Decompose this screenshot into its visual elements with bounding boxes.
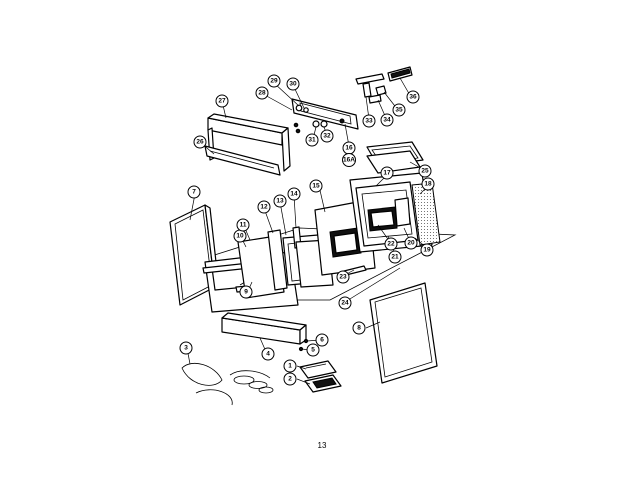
callout-9: 9: [239, 285, 253, 299]
callout-7: 7: [187, 185, 201, 199]
svg-text:2: 2: [288, 376, 292, 383]
callout-18: 18: [421, 177, 435, 191]
svg-text:34: 34: [383, 117, 391, 124]
bottom-trim-rail: [204, 145, 281, 176]
svg-text:23: 23: [339, 274, 347, 281]
callout-24: 24: [338, 296, 352, 310]
svg-text:25: 25: [421, 168, 429, 175]
callout-26: 26: [193, 135, 207, 149]
door-gaskets: [181, 363, 274, 406]
svg-text:29: 29: [270, 78, 278, 85]
svg-text:16A: 16A: [343, 157, 355, 164]
svg-text:8: 8: [357, 325, 361, 332]
callout-1: 1: [283, 359, 297, 373]
svg-text:24: 24: [341, 300, 349, 307]
svg-text:17: 17: [383, 170, 391, 177]
svg-text:32: 32: [323, 133, 331, 140]
svg-text:36: 36: [409, 94, 417, 101]
door-inner-panels: [237, 226, 334, 299]
callout-5: 5: [306, 343, 320, 357]
svg-text:33: 33: [365, 118, 373, 125]
svg-text:10: 10: [236, 233, 244, 240]
callout-12: 12: [257, 200, 271, 214]
callout-16a: 16A: [342, 153, 356, 167]
svg-text:22: 22: [387, 241, 395, 248]
svg-text:31: 31: [308, 137, 316, 144]
callout-11: 11: [236, 218, 250, 232]
callout-6: 6: [315, 333, 329, 347]
callout-10: 10: [233, 229, 247, 243]
callout-20: 20: [404, 236, 418, 250]
callout-35: 35: [392, 103, 406, 117]
svg-text:14: 14: [290, 191, 298, 198]
svg-text:6: 6: [320, 337, 324, 344]
callout-14: 14: [287, 187, 301, 201]
svg-text:30: 30: [289, 81, 297, 88]
svg-text:35: 35: [395, 107, 403, 114]
svg-text:7: 7: [192, 189, 196, 196]
callout-34: 34: [380, 113, 394, 127]
svg-text:5: 5: [311, 347, 315, 354]
callout-23: 23: [336, 270, 350, 284]
svg-text:20: 20: [407, 240, 415, 247]
callout-13: 13: [273, 194, 287, 208]
svg-text:19: 19: [423, 247, 431, 254]
callout-36: 36: [406, 90, 420, 104]
callout-33: 33: [362, 114, 376, 128]
callout-17: 17: [380, 166, 394, 180]
callout-22: 22: [384, 237, 398, 251]
door-back-assembly: [349, 172, 441, 253]
svg-text:16: 16: [345, 145, 353, 152]
svg-text:27: 27: [218, 98, 226, 105]
callout-8: 8: [352, 321, 366, 335]
svg-text:15: 15: [312, 183, 320, 190]
bracket-assembly: [355, 66, 413, 104]
callout-30: 30: [286, 77, 300, 91]
callout-15: 15: [309, 179, 323, 193]
control-panel: [291, 98, 359, 134]
callout-31: 31: [305, 133, 319, 147]
svg-text:18: 18: [424, 181, 432, 188]
svg-text:28: 28: [258, 90, 266, 97]
side-panel-right: [369, 282, 438, 384]
page-number: 13: [317, 441, 327, 450]
kick-panel: [221, 312, 307, 345]
top-trim-rail: [207, 113, 291, 172]
callout-25: 25: [418, 164, 432, 178]
broiler-pan: [366, 141, 424, 174]
svg-text:4: 4: [266, 351, 270, 358]
callout-3: 3: [179, 341, 193, 355]
svg-text:26: 26: [196, 139, 204, 146]
callout-16: 16: [342, 141, 356, 155]
callout-32: 32: [320, 129, 334, 143]
callout-27: 27: [215, 94, 229, 108]
svg-text:12: 12: [260, 204, 268, 211]
svg-text:9: 9: [244, 289, 248, 296]
callout-28: 28: [255, 86, 269, 100]
callout-29: 29: [267, 74, 281, 88]
svg-text:1: 1: [288, 363, 292, 370]
svg-text:13: 13: [276, 198, 284, 205]
svg-text:11: 11: [240, 222, 247, 229]
callout-4: 4: [261, 347, 275, 361]
callout-2: 2: [283, 372, 297, 386]
callout-21: 21: [388, 250, 402, 264]
svg-text:3: 3: [184, 345, 188, 352]
rating-plates: [299, 360, 342, 393]
callout-19: 19: [420, 243, 434, 257]
svg-text:21: 21: [391, 254, 399, 261]
